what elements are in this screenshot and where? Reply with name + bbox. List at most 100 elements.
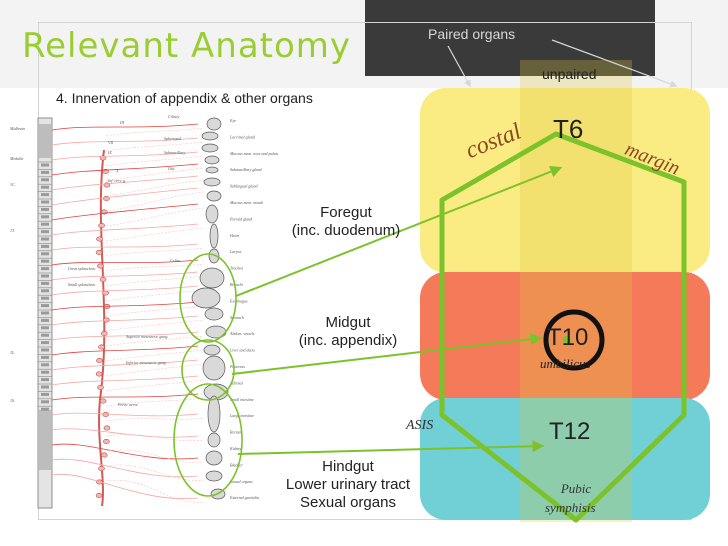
- nerve-label: X: [115, 168, 119, 173]
- vertebra-body: [41, 274, 49, 278]
- organ-sketch: [203, 177, 221, 187]
- nerve-fibre: [51, 271, 199, 281]
- organ-label: Stomach: [230, 315, 244, 320]
- nerve-label: Inferior mesenteric gang.: [125, 360, 167, 365]
- vertebra-body: [41, 341, 49, 345]
- foregut-text: Foregut (inc. duodenum): [246, 204, 446, 240]
- organ-label: Liver and ducts: [229, 348, 255, 353]
- nerve-fibre-dashed: [105, 207, 205, 227]
- vertebra-body: [41, 267, 49, 271]
- organ-label: Abdom. vessels: [229, 331, 255, 336]
- umbilicus-label: umbilicus: [540, 356, 591, 371]
- nerve-fibre: [51, 163, 199, 176]
- organ-sketch: [191, 287, 221, 309]
- vertebra-body: [41, 407, 49, 411]
- organ-label: Large intestine: [229, 413, 254, 418]
- organ-sketch: [202, 355, 226, 381]
- nerve-fibre-dashed: [105, 127, 205, 137]
- nerve-fibre-dashed: [105, 379, 205, 392]
- organ-label: Bronchi: [230, 282, 243, 287]
- organ-sketch: [203, 344, 221, 356]
- vertebra-body: [41, 385, 49, 389]
- spine-label: 1S.: [10, 398, 15, 403]
- nerve-label: VII: [108, 140, 114, 145]
- midgut-line: Midgut: [325, 314, 371, 331]
- organ-label: Submaxillary gland: [230, 167, 262, 172]
- hindgut-line: Sexual organs: [300, 494, 396, 511]
- nerve-fibre-dashed: [105, 349, 205, 362]
- organ-sketch: [199, 267, 225, 289]
- title-tab: [365, 0, 655, 76]
- nerve-label: Celiac: [170, 258, 181, 263]
- nerve-fibre: [51, 223, 199, 236]
- abdominal-hexagon: [439, 131, 687, 523]
- nerve-fibre-dashed: [105, 319, 205, 332]
- vertebra-body: [41, 333, 49, 337]
- organ-sketch: [204, 307, 224, 321]
- vertebra-body: [41, 392, 49, 396]
- organ-label: Kidney: [229, 446, 242, 451]
- spine-label: Midbrain: [9, 126, 25, 131]
- organ-sketch: [205, 450, 223, 466]
- vertebra-body: [41, 237, 49, 241]
- nerve-fibre: [51, 123, 199, 131]
- organ-sketch: [205, 204, 219, 224]
- nerve-label: Small splanchnic: [68, 282, 96, 287]
- nerve-fibre-dashed: [105, 141, 205, 152]
- nerve-fibre-dashed: [105, 155, 205, 167]
- foregut-line: Foregut: [320, 204, 372, 221]
- vertebra-body: [41, 304, 49, 308]
- nerve-fibre-dashed: [105, 191, 205, 212]
- ganglion: [99, 155, 107, 161]
- t12-label: T12: [549, 418, 591, 445]
- organ-label: Lacrimal gland: [229, 134, 256, 139]
- organ-label: Esophagus: [229, 298, 248, 303]
- nerve-fibre: [51, 175, 199, 191]
- spinal-column: [37, 117, 53, 509]
- spine-label: 1T.: [10, 228, 15, 233]
- t10-label: T10: [547, 324, 589, 351]
- vertebra-body: [41, 370, 49, 374]
- nerve-fibre: [51, 203, 199, 221]
- umbilicus-dot: [563, 336, 571, 344]
- organ-sketch: [201, 143, 219, 153]
- nerve-fibre: [51, 359, 199, 371]
- organ-label: Eye: [229, 118, 236, 123]
- nerve-fibre: [51, 301, 199, 311]
- umbilicus-ring: [543, 309, 605, 371]
- organ-label: External genitalia: [229, 495, 259, 500]
- nerve-label: Ciliary: [168, 114, 180, 119]
- ganglion: [96, 358, 103, 364]
- nerve-fibre: [51, 137, 199, 146]
- ganglion: [103, 425, 111, 431]
- midgut-text: Midgut (inc. appendix): [248, 314, 448, 350]
- paired-arrow-right: [551, 39, 678, 88]
- vertebra-body: [41, 178, 49, 182]
- nerve-fibre: [51, 187, 199, 206]
- ganglion: [100, 331, 108, 337]
- ganglion: [96, 236, 103, 242]
- nerve-fibre-dashed: [105, 263, 205, 272]
- vertebra-body: [41, 185, 49, 189]
- nerve-fibre-dashed: [105, 289, 205, 302]
- organ-sketch: [201, 131, 219, 141]
- vertebra-body: [41, 289, 49, 293]
- region-t10: [420, 272, 710, 400]
- nerve-fibre: [51, 331, 199, 341]
- organ-label: Adrenal: [229, 380, 244, 385]
- vertebra-body: [41, 318, 49, 322]
- region-t12: [420, 398, 710, 520]
- vertebra-body: [41, 207, 49, 211]
- organ-label: Larynx: [229, 249, 242, 254]
- nerve-label: Inf. cerv. g.: [107, 178, 126, 183]
- nerve-label: III: [119, 120, 125, 125]
- vertebra-body: [41, 259, 49, 263]
- nerve-fibre: [51, 375, 199, 386]
- nerve-fibre-dashed: [105, 363, 205, 377]
- autonomic-nerve-illustration: MidbrainMedulla1C.1T.1L.1S.IIIVIIIXXInf.…: [9, 114, 278, 509]
- organ-label: Sexual organs: [230, 479, 253, 484]
- nerve-fibre: [51, 345, 199, 356]
- organ-label: Mucous mem. mouth: [229, 200, 263, 205]
